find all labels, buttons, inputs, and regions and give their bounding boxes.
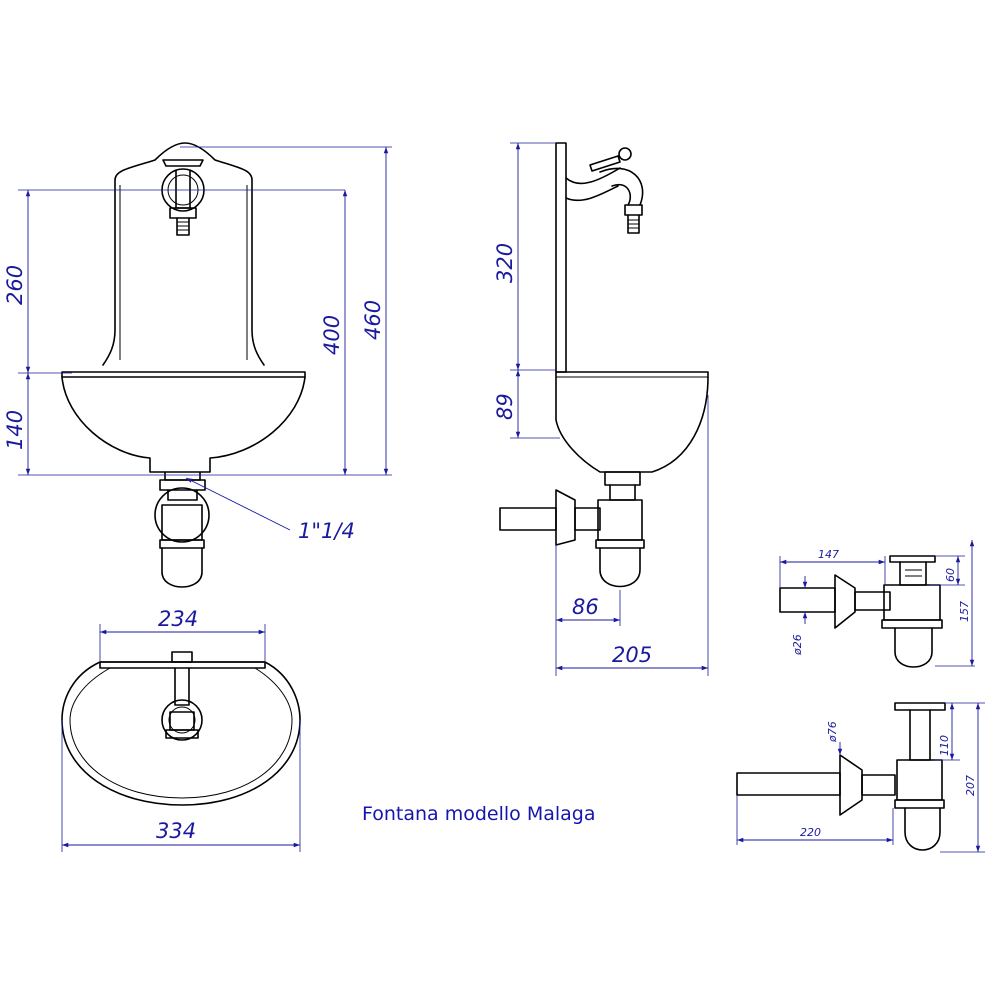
dim-front-260: 260	[3, 265, 27, 305]
siphon-b	[736, 702, 946, 851]
dim-siphon-a-157: 157	[958, 601, 971, 622]
front-basin-rim	[61, 371, 306, 378]
side-dimensions: 320 89 86 205	[493, 142, 709, 676]
dim-top-334: 334	[156, 819, 196, 843]
front-backplate	[102, 142, 265, 366]
dim-side-205: 205	[612, 643, 652, 667]
dim-front-drain: 1"1/4	[298, 519, 355, 543]
dim-side-89: 89	[493, 393, 517, 420]
dim-side-86: 86	[572, 595, 599, 619]
dim-front-140: 140	[3, 410, 27, 450]
dim-top-234: 234	[158, 607, 198, 631]
siphon-a-dimensions: 147 60 157 ø26	[779, 540, 975, 667]
dim-siphon-b-207: 207	[964, 775, 977, 796]
dim-front-460: 460	[361, 300, 385, 340]
front-dimensions: 260 140 400 460 1"1/4	[3, 146, 392, 543]
dim-front-400: 400	[320, 315, 344, 355]
front-basin-bowl	[61, 376, 306, 473]
siphon-a	[779, 555, 943, 668]
siphon-b-dimensions: ø76 110 207 220	[736, 702, 985, 853]
top-basin-outline	[61, 661, 301, 806]
side-faucet	[565, 147, 644, 234]
dim-siphon-b-76: ø76	[826, 721, 839, 743]
front-siphon	[154, 471, 210, 588]
dim-siphon-a-147: 147	[818, 548, 839, 561]
dim-siphon-a-60: 60	[944, 568, 957, 582]
top-faucet	[161, 651, 203, 741]
front-faucet	[161, 159, 205, 236]
side-basin	[555, 371, 709, 473]
side-backplate	[555, 142, 567, 373]
dim-siphon-b-220: 220	[800, 826, 821, 839]
dim-siphon-a-26: ø26	[791, 634, 804, 656]
front-view	[61, 142, 306, 588]
top-view	[61, 651, 301, 806]
top-dimensions: 234 334	[61, 607, 301, 852]
drawing-caption: Fontana modello Malaga	[362, 803, 596, 825]
side-view	[499, 142, 709, 588]
dim-siphon-b-110: 110	[938, 735, 951, 756]
side-siphon	[499, 471, 645, 588]
dim-side-320: 320	[493, 243, 517, 283]
